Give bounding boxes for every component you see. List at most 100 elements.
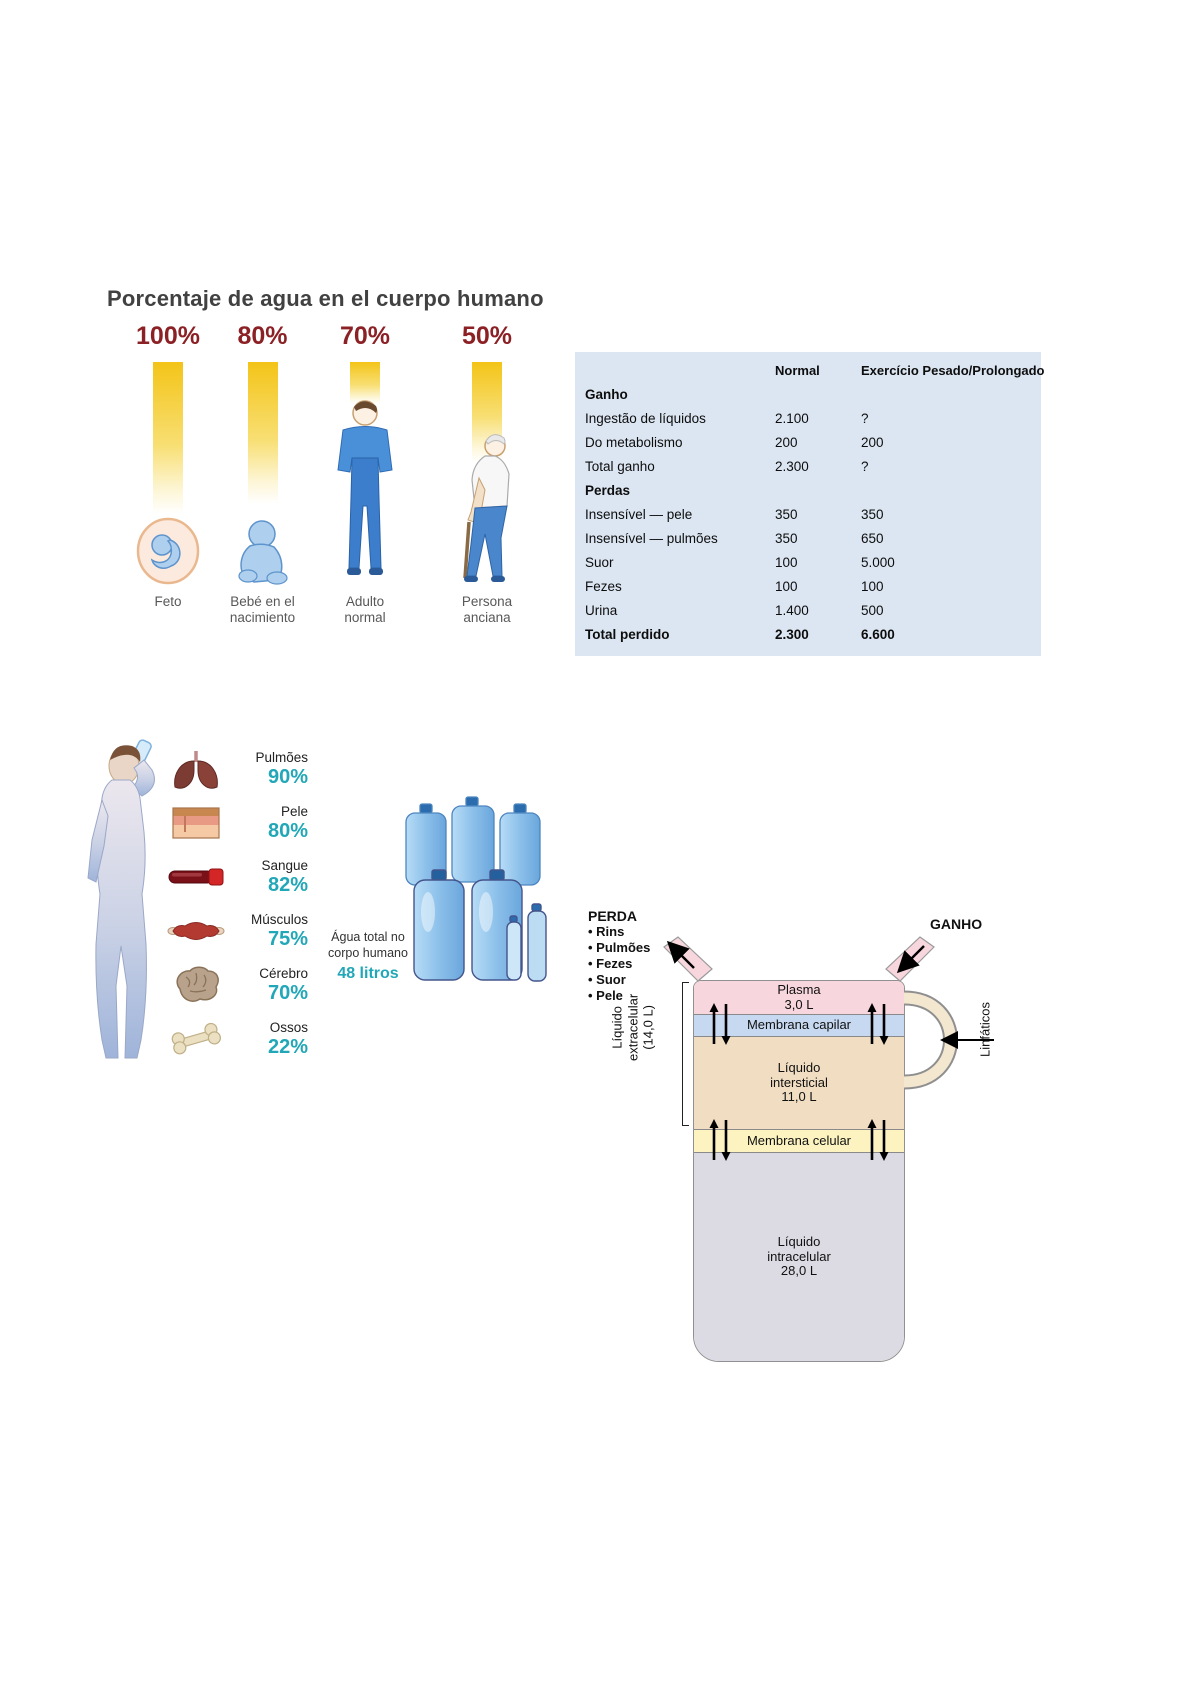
age-label: Feto: [154, 594, 182, 609]
exchange-arrows-icon: [867, 1119, 889, 1161]
row-label: Insensível — pele: [585, 506, 693, 522]
total-water-caption: Água total no corpo humano: [328, 930, 408, 960]
cell-normal: 200: [775, 434, 798, 450]
table-row: Urina 1.400 500: [585, 598, 1031, 622]
percent-label: 50%: [461, 322, 513, 350]
age-label: Bebé en el nacimiento: [229, 594, 296, 625]
cell-normal: 1.400: [775, 602, 809, 618]
perda-item: Pele: [588, 988, 688, 1004]
organ-water-list: Pulmões 90% Pele 80%: [166, 742, 308, 1066]
organ-name: Músculos: [250, 911, 308, 927]
age-column-bebe: 80% Bebé en el nacimiento: [210, 322, 315, 630]
brain-icon: [166, 965, 226, 1005]
exchange-arrows-icon: [709, 1003, 731, 1045]
table-row: Suor 100 5.000: [585, 550, 1031, 574]
cell-exercise: 350: [861, 506, 884, 522]
body-fluid-tank: Plasma 3,0 L Membrana capilar Líquido in…: [693, 980, 905, 1362]
age-column-anciana: 50% Persona anciana: [428, 322, 546, 630]
skin-icon: [166, 806, 226, 840]
cell-membrane: Membrana celular: [694, 1129, 904, 1153]
extracellular-label: Líquido extracelular (14,0 L): [609, 993, 656, 1061]
table-row-ganho: Ganho: [585, 382, 1031, 406]
row-label: Fezes: [585, 578, 622, 594]
muscle-icon: [166, 920, 226, 942]
cell-normal: 2.100: [775, 410, 809, 426]
age-column-feto: 100% Feto: [118, 322, 218, 630]
row-label: Perdas: [585, 482, 631, 498]
elderly-figure-icon: [443, 416, 531, 586]
table-row: Insensível — pulmões 350 650: [585, 526, 1031, 550]
age-water-chart: 100% Feto 80% Be: [110, 322, 555, 630]
ganho-title: GANHO: [930, 916, 983, 932]
table-row: Total ganho 2.300 ?: [585, 454, 1031, 478]
cell-exercise: 500: [861, 602, 884, 618]
cell-exercise: 6.600: [861, 626, 895, 642]
organ-name: Pulmões: [255, 749, 308, 765]
capillary-membrane: Membrana capilar: [694, 1014, 904, 1037]
water-balance-table: Normal Exercício Pesado/Prolongado Ganho…: [575, 352, 1045, 656]
percent-label: 100%: [136, 322, 200, 350]
organ-row-cerebro: Cérebro 70%: [166, 958, 308, 1012]
bone-icon: [166, 1020, 226, 1058]
organ-percent: 22%: [267, 1035, 308, 1058]
organ-percent: 90%: [267, 765, 308, 788]
cell-exercise: 5.000: [861, 554, 895, 570]
cell-normal: 2.300: [775, 458, 809, 474]
perda-item: Pulmões: [588, 940, 688, 956]
blood-tube-icon: [166, 866, 226, 888]
baby-figure-icon: [232, 514, 294, 586]
intracellular-compartment: Líquido intracelular 28,0 L: [694, 1153, 904, 1361]
fetus-figure-icon: [135, 516, 201, 586]
organ-percent: 75%: [267, 927, 308, 950]
organ-row-musculos: Músculos 75%: [166, 904, 308, 958]
table-row-total-perdido: Total perdido 2.300 6.600: [585, 622, 1031, 646]
lungs-icon: [166, 748, 226, 790]
water-gradient-bar: [350, 362, 380, 404]
table-header-row: Normal Exercício Pesado/Prolongado: [585, 358, 1045, 382]
perda-list: PERDA Rins Pulmões Fezes Suor Pele: [588, 908, 688, 1004]
exchange-arrows-icon: [867, 1003, 889, 1045]
cell-normal: 100: [775, 578, 798, 594]
total-water-value: 48 litros: [337, 965, 399, 983]
table-row: Ingestão de líquidos 2.100 ?: [585, 406, 1031, 430]
row-label: Total ganho: [585, 458, 655, 474]
gain-loss-chutes: [663, 936, 935, 982]
organ-name: Sangue: [261, 857, 308, 873]
exchange-arrows-icon: [709, 1119, 731, 1161]
organ-row-sangue: Sangue 82%: [166, 850, 308, 904]
organ-name: Ossos: [269, 1019, 308, 1035]
interstitial-compartment: Líquido intersticial 11,0 L: [694, 1037, 904, 1129]
organ-name: Cérebro: [259, 965, 308, 981]
row-label: Suor: [585, 554, 614, 570]
percent-label: 80%: [237, 322, 288, 350]
age-label: Persona anciana: [461, 594, 513, 625]
organ-percent: 70%: [267, 981, 308, 1004]
cell-exercise: 100: [861, 578, 884, 594]
water-gradient-bar: [247, 362, 278, 504]
row-label: Urina: [585, 602, 618, 618]
perda-item: Rins: [588, 924, 688, 940]
table-row: Do metabolismo 200 200: [585, 430, 1031, 454]
row-label: Ganho: [585, 386, 628, 402]
table-row-perdas: Perdas: [585, 478, 1031, 502]
water-bottles-illustration: [398, 792, 556, 1002]
table-row: Fezes 100 100: [585, 574, 1031, 598]
row-label: Total perdido: [585, 626, 670, 642]
lymphatic-loop: [903, 990, 994, 1090]
organ-row-pele: Pele 80%: [166, 796, 308, 850]
cell-exercise: 200: [861, 434, 884, 450]
organ-percent: 80%: [267, 819, 308, 842]
perda-title: PERDA: [588, 908, 638, 924]
man-drinking-water-illustration: [50, 734, 200, 1064]
age-column-adulto: 70% Adulto normal: [315, 322, 415, 630]
cell-exercise: 650: [861, 530, 884, 546]
adult-figure-icon: [323, 398, 407, 586]
perda-item: Fezes: [588, 956, 688, 972]
cell-normal: 2.300: [775, 626, 809, 642]
organ-row-ossos: Ossos 22%: [166, 1012, 308, 1066]
row-label: Insensível — pulmões: [585, 530, 718, 546]
cell-exercise: ?: [861, 458, 869, 474]
row-label: Do metabolismo: [585, 434, 683, 450]
water-gradient-bar: [153, 362, 183, 514]
